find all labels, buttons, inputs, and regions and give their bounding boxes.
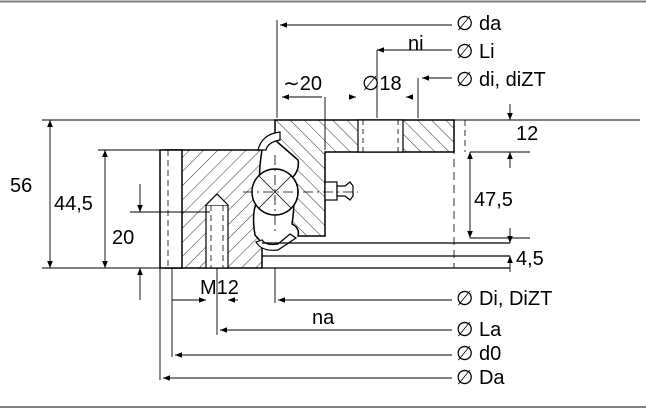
label-ni: ni: [408, 33, 424, 55]
label-4-5: 4,5: [516, 248, 544, 270]
label-d0: ∅ d0: [456, 343, 501, 365]
lower-seal: [255, 233, 298, 251]
upper-seal: [257, 131, 281, 151]
mounting-hole: [205, 204, 229, 269]
inner-hole: [357, 119, 404, 153]
label-20: 20: [112, 227, 134, 249]
label-47-5: 47,5: [474, 189, 513, 211]
dimension-lines: [42, 20, 640, 381]
label-Di: ∅ Di, DiZT: [456, 288, 552, 310]
label-na: na: [312, 307, 335, 329]
label-44-5: 44,5: [54, 193, 93, 215]
label-li: ∅ Li: [456, 41, 495, 63]
label-dia-18: ∅18: [362, 73, 402, 95]
gear-teeth: [159, 149, 183, 269]
grease-nipple: [324, 181, 354, 201]
label-56: 56: [10, 175, 32, 197]
inner-ring: [274, 119, 455, 237]
label-approx-20: ∼20: [283, 73, 322, 95]
outer-ring: [159, 149, 263, 269]
label-Da: ∅ Da: [456, 367, 505, 389]
label-m12: M12: [200, 277, 239, 299]
label-La: ∅ La: [456, 319, 502, 341]
label-12: 12: [516, 123, 538, 145]
label-di: ∅ di, diZT: [456, 69, 546, 91]
label-da: ∅ da: [456, 13, 502, 35]
